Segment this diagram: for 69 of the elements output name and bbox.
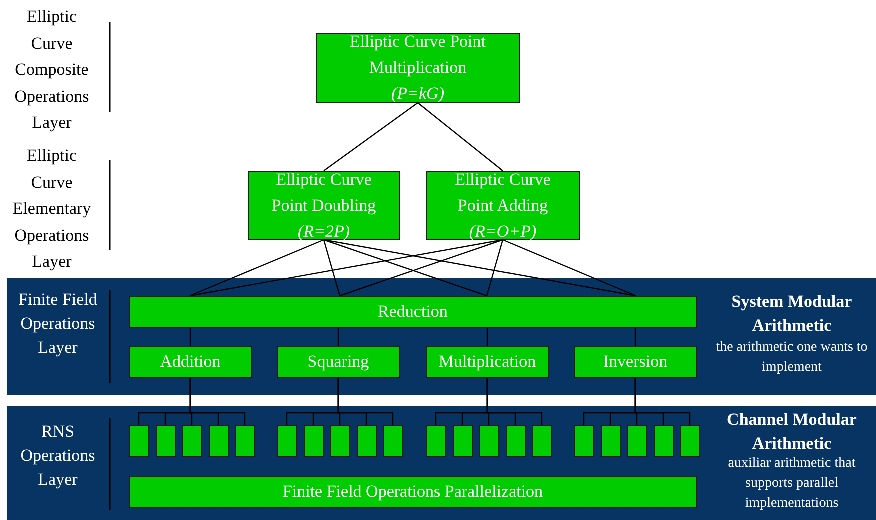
box-label: Multiplication: [438, 351, 536, 373]
band-heading: Channel Modular Arithmetic: [726, 409, 858, 455]
channel-box: [600, 425, 620, 457]
band-description: auxiliar arithmetic that supports parallel implementations: [727, 455, 857, 513]
channel-box: [330, 425, 350, 457]
channel-box: [277, 425, 297, 457]
connector-line: [190, 239, 504, 297]
connector-line: [190, 239, 324, 297]
channel-box: [532, 425, 552, 457]
channel-box: [208, 425, 228, 457]
channel-box: [426, 425, 446, 457]
formula-label: (R=2P): [298, 220, 350, 242]
connector-line: [634, 328, 636, 346]
connector-line: [324, 239, 636, 297]
band-description: the arithmetic one wants to implement: [715, 339, 869, 377]
connector-line: [338, 378, 394, 425]
channel-box: [680, 425, 700, 457]
box-label: Elliptic Curve Point Multiplication: [349, 31, 487, 79]
operation-box: [426, 346, 549, 378]
channel-box: [506, 425, 526, 457]
formula-label: (R=O+P): [469, 220, 537, 242]
box-label: Elliptic Curve Point Doubling: [271, 168, 377, 217]
channel-box: [129, 425, 149, 457]
box-label: Inversion: [603, 351, 668, 373]
channel-box: [235, 425, 255, 457]
box-label: Addition: [160, 351, 221, 373]
box-label: Finite Field Operations Parallelization: [282, 481, 544, 503]
box-label: Squaring: [308, 351, 370, 373]
channel-box: [479, 425, 499, 457]
operation-box: [129, 296, 697, 328]
operation-box: [248, 171, 400, 240]
channel-box: [654, 425, 674, 457]
channel-box: [452, 425, 472, 457]
connector-line: [486, 240, 504, 296]
layer-band: [7, 406, 876, 520]
channel-box: [356, 425, 376, 457]
operation-box: [277, 346, 400, 378]
channel-box: [156, 425, 176, 457]
operation-box: [129, 346, 252, 378]
layer-label: Elliptic Curve Composite Operations Layer: [14, 6, 90, 134]
layer-label: Finite Field Operations Layer: [18, 289, 98, 359]
connector-line: [190, 378, 246, 425]
connector-line: [486, 328, 488, 346]
connector-line: [324, 102, 418, 172]
layer-band: [7, 278, 876, 395]
channel-box: [627, 425, 647, 457]
operation-box: [316, 33, 520, 103]
connector-line: [324, 239, 488, 297]
formula-label: (P=kG): [391, 83, 444, 105]
channel-box: [383, 425, 403, 457]
operation-box: [129, 476, 697, 508]
connector-line: [190, 328, 192, 346]
operation-box: [426, 171, 580, 240]
box-label: Elliptic Curve Point Adding: [454, 168, 552, 217]
band-heading: System Modular Arithmetic: [730, 291, 854, 337]
connector-line: [323, 240, 341, 296]
channel-box: [574, 425, 594, 457]
connector-line: [502, 239, 636, 297]
connector-line: [338, 328, 340, 346]
connector-line: [486, 378, 543, 425]
layer-label: Elliptic Curve Elementary Operations Layer: [12, 145, 92, 273]
channel-box: [182, 425, 202, 457]
channel-box: [304, 425, 324, 457]
connector-line: [418, 102, 504, 172]
layer-label: RNS Operations Layer: [20, 421, 96, 491]
box-label: Reduction: [378, 301, 448, 323]
operation-box: [574, 346, 697, 378]
connector-line: [340, 239, 504, 297]
connector-line: [634, 378, 691, 425]
